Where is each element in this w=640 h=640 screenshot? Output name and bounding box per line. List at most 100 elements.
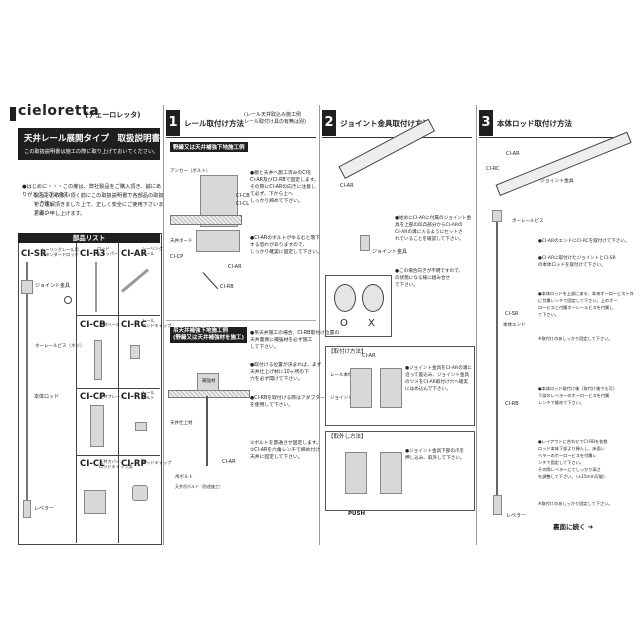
section-1-step-6: ①ボルトを貫通させ固定します。 ②CI-ARを六角レンチで締め付け 天井に固定し…: [250, 441, 321, 460]
detach-drawing-1: [345, 452, 367, 494]
orientation-ok-mark: O: [340, 318, 348, 329]
part-code-ci-cl: CI-CL: [80, 459, 105, 469]
part-code-ci-rb: CI-RB: [121, 392, 147, 402]
section-2-step-3: ●ジョイント金具をCI-ARの溝に 沿って差込み、ジョイント金具 のツメをCI-…: [405, 366, 472, 392]
joint-drawing: [360, 235, 370, 251]
section-1-note: (レール天井取込み施工例 レール取付け具の有無は別): [244, 112, 306, 125]
section-3-step-7: ※取付けのあしっかり固定して下さい。: [538, 501, 613, 506]
label-hanger: 天井吊ボルト（別途施工）: [175, 484, 223, 489]
hex-wrench-drawing: [202, 272, 219, 290]
label-ciar: CI-AR: [228, 264, 242, 270]
section-3-number: 3: [479, 110, 493, 136]
section-3-step-6: ●レイアウトに合わせてCI-RBを各数 ロッド本体下部より挿入し、床面レ ベラー…: [538, 439, 608, 479]
section-1-step-5: ●CI-RBを取付ける際はアダプター を使用して下さい。: [250, 396, 325, 408]
s2-label-joint: ジョイント金具: [372, 249, 408, 255]
brand-reading: (チェーロレッタ): [85, 111, 141, 119]
part-code-ci-rc: CI-RC: [121, 320, 147, 330]
push-label: PUSH: [348, 511, 366, 517]
section-2-step-4: ●ジョイント金具下部の爪を 押し込み、取外して下さい。: [405, 449, 465, 461]
section-1-rule: [166, 137, 316, 138]
section-1-title: レール取付け方法: [184, 119, 244, 128]
part-name-ci-cb: 天井ベース: [99, 322, 120, 327]
joint-illustration: [21, 280, 33, 294]
intro-line-4: お願い申し上げます。: [34, 211, 86, 217]
part-code-ci-cb: CI-CB: [80, 320, 106, 330]
parts-divider-v2: [118, 243, 119, 543]
label-ceiling-surface: 天井仕上材: [170, 421, 193, 426]
s3-label-circ: CI-RC: [486, 166, 500, 172]
intro-line-2: 製品をお取扱い頂く前にこの取扱説明書で各部品の取扱い方法: [34, 193, 164, 207]
section-2-step-1: ●始めにCI-ARに付属のジョイント金 具を上部の凹凸部分からCI-ARの CI…: [395, 216, 472, 242]
section-2-title: ジョイント金具取付け方法: [340, 119, 430, 128]
attach-label-joint: ジョイント部: [330, 396, 357, 401]
label-cicl: CI-CL: [236, 201, 250, 207]
part-code-ci-rp: CI-RP: [121, 459, 147, 469]
section-3-rule: [479, 137, 629, 138]
rod-capper-illustration: [95, 262, 97, 312]
section-1-band-1: 野縁又は天井補強下地施工例: [170, 142, 248, 152]
ceiling-plate-drawing: [196, 230, 240, 252]
label-joint: ジョイント金具: [35, 283, 71, 289]
s3-label-cirb: CI-RB: [505, 401, 519, 407]
column-divider-2: [319, 105, 320, 545]
intro-line-1: ●はじめに・・・この度は、弊社製品をご購入頂き、誠にありがとうございます。: [22, 184, 162, 198]
part-code-ci-r3: CI-R3: [80, 249, 106, 259]
attach-label-ciar: CI-AR: [362, 353, 376, 359]
section-1-step-2: ●CI-ARのボルトがゆるむと落下 する恐れがありますので、 しっかり確実に固定…: [250, 236, 322, 255]
label-rail-bolt: ホーレールビス（ネジ）: [35, 344, 85, 349]
section-1-number: 1: [166, 110, 180, 136]
leveler-drawing-s3: [493, 495, 502, 515]
brand-mark: [10, 107, 16, 121]
ceiling-base-illustration: [94, 340, 102, 380]
label-rod-body: 本体ロッド: [34, 394, 60, 400]
s3-label-bolt-screw: ボーレールビス: [512, 219, 544, 224]
label-leveler: レベラー: [34, 506, 55, 512]
suspended-ceiling-drawing: [168, 390, 250, 398]
section-3-step-5: ●本体ロッド取付け後（取付け後でも可） 下部のレベラーのホーロービスを付属 レン…: [538, 386, 618, 405]
attach-label-rail: レール本体: [330, 373, 353, 378]
orientation-figure: [325, 275, 392, 337]
part-name-ci-sr: シーリングレール用 スタンダードロッド: [41, 247, 79, 257]
part-name-ci-rc: レール エンドキャップ: [142, 318, 172, 328]
manual-title-note: この取扱説明書は施工の際に取り上げておいてください。: [24, 149, 159, 155]
part-code-ci-ar: CI-AR: [121, 249, 148, 259]
title-bar: 天井レール展開タイプ 取扱説明書 この取扱説明書は施工の際に取り上げておいてくだ…: [18, 128, 160, 160]
s3-label-cisr: CI-SR: [505, 311, 519, 317]
s3-label-ciar: CI-AR: [506, 151, 520, 157]
joist-block-drawing: [197, 373, 219, 391]
hanger-bolt-drawing: [206, 396, 208, 466]
attach-drawing-2: [380, 368, 402, 408]
label-ceiling-board: 天井ボード: [170, 239, 193, 244]
bolt-drawing-s3: [492, 210, 502, 222]
ceiling-cover-illustration: [84, 490, 106, 514]
section-2-number: 2: [322, 110, 336, 136]
section-3-step-2: ●CI-ARに取付けたジョイントとCI-SR の本体ロッドを取付けて下さい。: [538, 256, 616, 268]
section-3-step-1: ●CI-ARのエンドにCI-RCを取付けて下さい。: [538, 239, 630, 244]
label-cicb: CI-CB: [236, 193, 250, 199]
detach-figure: [325, 431, 475, 511]
joist-drawing: [170, 215, 242, 225]
part-name-ci-r3: ロッド キャッパー: [97, 246, 118, 256]
label-ceiling-rod: 吊ボルト: [175, 475, 193, 480]
attach-heading: 【取付け方法】: [328, 349, 367, 355]
parts-list-heading: 部品リスト: [18, 233, 160, 243]
part-name-ci-cl: 天井カバー ロッドキャップ用: [99, 459, 133, 469]
section-1-band-2: 吊天井補強下地施工例 (野縁又は天井補強材を施工): [170, 327, 248, 343]
section-2-step-2: ●この場合向きが不明ですので、 の状態になる様に組み合せ て下さい。: [395, 269, 464, 288]
label-cirb: CI-RB: [220, 284, 234, 290]
rod-cap-illustration: [132, 485, 148, 501]
end-cap-illustration: [130, 345, 140, 359]
next-page-indicator: 裏面に続く ➜: [553, 523, 594, 531]
part-name-ci-rb: レール ボルト: [142, 390, 155, 400]
orientation-ng-drawing: [362, 284, 384, 312]
s2-label-ciar: CI-AR: [340, 183, 354, 189]
column-divider-1: [163, 105, 164, 545]
brand-logo: cieloretta: [18, 103, 100, 119]
part-name-ci-rp: ロッドキャップ: [142, 460, 172, 465]
parts-divider-v: [76, 243, 77, 543]
orientation-ng-mark: X: [368, 318, 375, 329]
section-1-step-4: ●取付ける位置が決まれば、まず 天井仕上げ材に10ヶ所の下 穴を必ず開けて下さい…: [250, 363, 322, 382]
label-anchor: アンカー（ボルト）: [170, 169, 211, 174]
bolt-illustration: [64, 296, 72, 304]
rail-bolt-illustration: [135, 422, 147, 431]
